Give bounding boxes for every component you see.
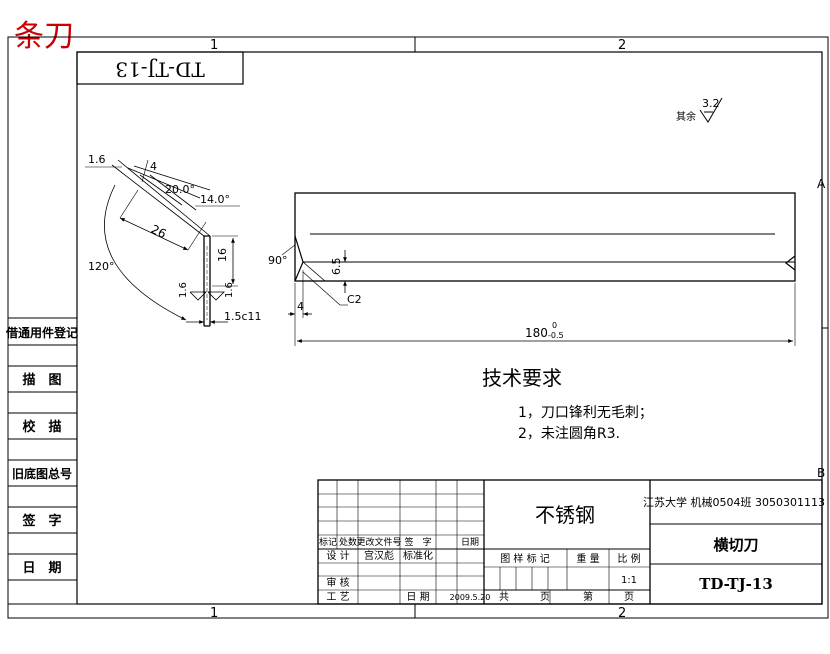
dim-thickness: 1.5c11 [224, 310, 262, 323]
process-label: 工 艺 [326, 591, 349, 603]
rev-header-sign: 签 字 [404, 536, 431, 548]
total-label: 共 [499, 591, 509, 603]
tech-req-item-2: 2，未注圆角R3. [518, 426, 620, 442]
tech-req-item-1: 1，刀口锋利无毛刺； [518, 405, 653, 421]
surface-finish-symbol: 其余 3.2 [676, 97, 723, 123]
dim-end-len: 4 [297, 300, 304, 313]
dim-depth: 6.5 [330, 258, 343, 276]
scale-value: 1:1 [621, 575, 637, 586]
designer-name: 宫汉彪 [364, 549, 394, 562]
date-label: 日 期 [406, 591, 429, 603]
finish-prefix: 其余 [676, 110, 696, 123]
sheet-unit: 页 [624, 591, 634, 603]
outer-frame [7, 36, 829, 619]
title-material: 不锈钢 [535, 503, 595, 527]
title-school: 江苏大学 机械0504班 3050301113 [643, 495, 825, 509]
dim-tol-lower: -0.5 [548, 331, 564, 340]
rev-header-mark: 标记 [319, 536, 337, 548]
dim-len-26: 26 [149, 222, 169, 241]
zone-top-1: 1 [210, 38, 218, 53]
zone-bottom-2: 2 [618, 606, 626, 621]
tech-req-title: 技术要求 [482, 366, 562, 390]
dim-height-16: 16 [216, 248, 229, 262]
side-panel-item-6: 日 期 [22, 561, 61, 576]
design-label: 设 计 [326, 549, 349, 562]
code-stamp-box [76, 51, 244, 85]
zone-right-b: B [817, 466, 825, 480]
rev-header-date: 日期 [461, 537, 479, 548]
finish-value: 3.2 [702, 97, 720, 110]
dim-angle-120: 120° [88, 260, 115, 273]
code-stamp-text: TD-TJ-13 [115, 58, 204, 82]
scale-label: 比 例 [617, 552, 640, 565]
sheet-label: 第 [583, 590, 593, 603]
dim-chamfer-len: 1.6 [88, 153, 106, 166]
side-panel-item-1: 借通用件登记 [5, 325, 78, 340]
dim-rough-left: 1.6 [178, 282, 189, 298]
title-part-name: 横切刀 [713, 536, 758, 554]
dim-angle-90: 90° [268, 254, 288, 267]
side-panel-item-3: 校 描 [22, 419, 61, 435]
zone-right-a: A [817, 177, 826, 191]
stage-label: 图 样 标 记 [500, 552, 550, 565]
dim-total-len: 180 [525, 326, 548, 340]
dim-angle-14: 14.0° [200, 193, 230, 206]
review-label: 审 核 [326, 576, 349, 589]
side-panel-item-2: 描 图 [22, 372, 61, 388]
rev-header-count: 处数 [339, 536, 357, 548]
dim-rough-right: 1.6 [224, 282, 235, 298]
total-unit: 页 [540, 591, 550, 603]
zone-top-2: 2 [618, 38, 626, 53]
dim-angle-20: 20.0° [165, 183, 195, 196]
dim-small-len: 4 [150, 160, 157, 173]
side-panel [7, 317, 78, 605]
front-view [281, 192, 796, 346]
dim-tol-upper: 0 [552, 321, 557, 330]
weight-label: 重 量 [576, 552, 599, 565]
dim-chamfer-c2: C2 [347, 293, 362, 306]
rev-header-doc: 更改文件号 [356, 536, 401, 548]
title-drawing-no: TD-TJ-13 [699, 575, 773, 593]
side-panel-item-4: 旧底图总号 [12, 466, 72, 481]
title-block [317, 479, 823, 605]
side-view [85, 159, 240, 327]
standardize-label: 标准化 [403, 549, 433, 562]
side-panel-item-5: 签 字 [21, 513, 61, 529]
zone-bottom-1: 1 [210, 606, 218, 621]
date-value: 2009.5.20 [450, 593, 491, 602]
